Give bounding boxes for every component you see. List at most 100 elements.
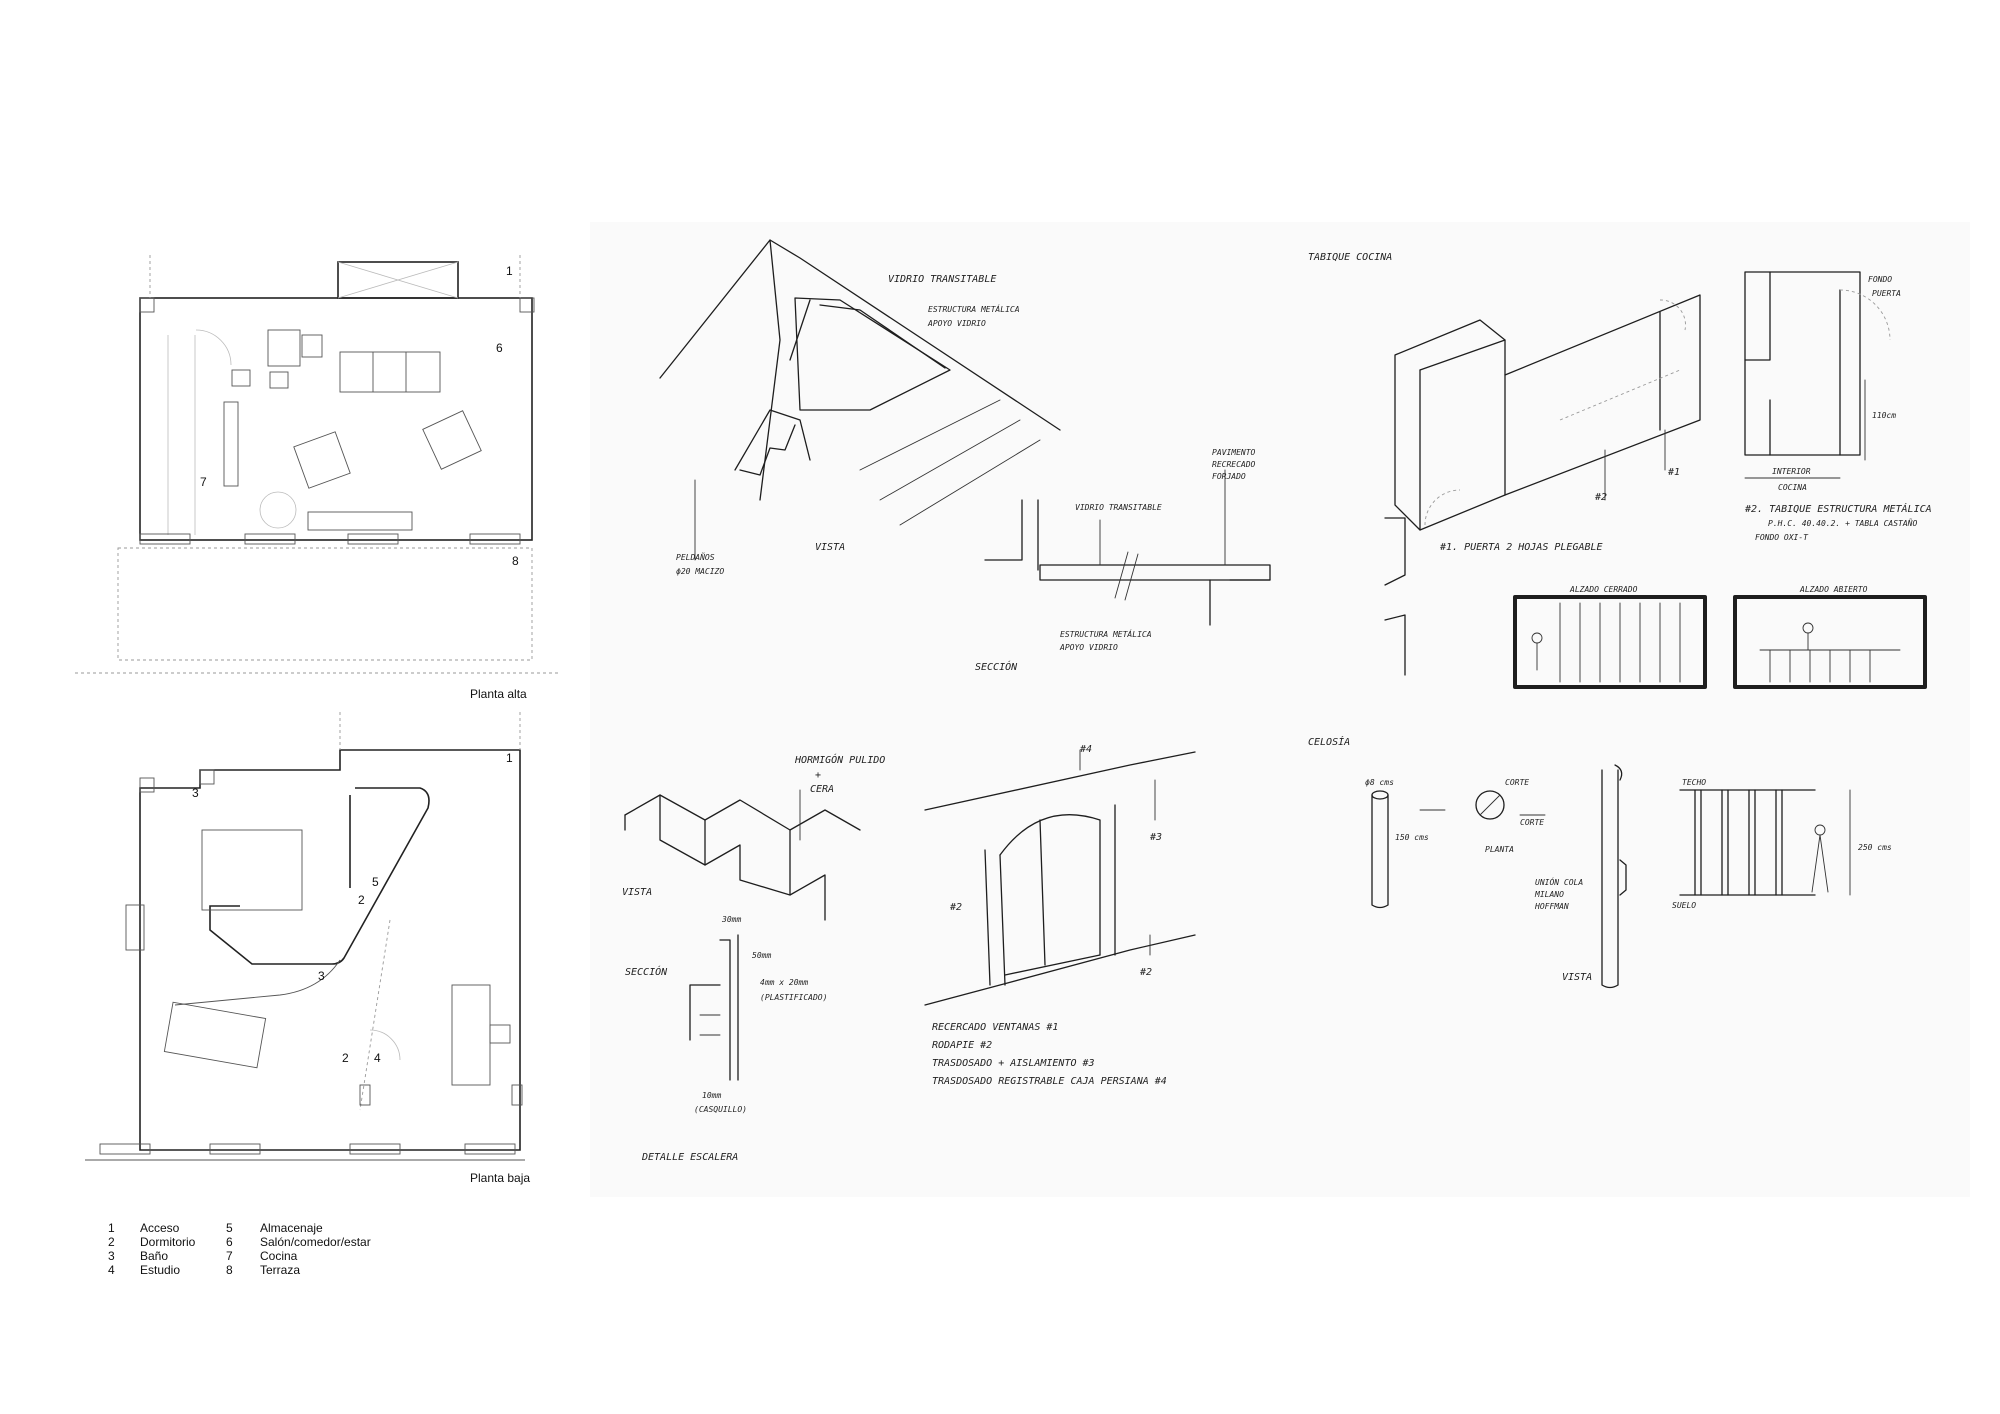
svg-text:1: 1: [506, 751, 513, 765]
svg-text:PAVIMENTO: PAVIMENTO: [1212, 448, 1256, 457]
svg-text:#2: #2: [1139, 967, 1152, 978]
partition-hatch-open: [1759, 649, 1901, 683]
svg-text:ESTRUCTURA METÁLICA: ESTRUCTURA METÁLICA: [1060, 628, 1152, 639]
svg-text:TRASDOSADO REGISTRABLE CAJA PE: TRASDOSADO REGISTRABLE CAJA PERSIANA #4: [932, 1076, 1167, 1087]
svg-text:TECHO: TECHO: [1682, 778, 1706, 787]
svg-text:+: +: [815, 770, 821, 781]
svg-text:SECCIÓN: SECCIÓN: [625, 965, 668, 978]
svg-text:#2: #2: [1594, 492, 1607, 503]
svg-text:ALZADO CERRADO: ALZADO CERRADO: [1569, 585, 1638, 594]
svg-text:50mm: 50mm: [752, 951, 771, 960]
svg-text:4: 4: [374, 1051, 381, 1065]
sketch-kitchen-partition: TABIQUE COCINA #2 #1 FONDO PUERTA 110cm …: [1308, 252, 1932, 689]
legend: 1 Acceso 2 Dormitorio 3 Baño 4 Estudio 5 Alma…: [108, 1221, 371, 1277]
svg-text:TABIQUE COCINA: TABIQUE COCINA: [1308, 252, 1392, 263]
svg-text:DETALLE ESCALERA: DETALLE ESCALERA: [641, 1152, 738, 1163]
svg-text:Terraza: Terraza: [260, 1263, 300, 1277]
svg-text:ϕ20 MACIZO: ϕ20 MACIZO: [676, 567, 724, 576]
svg-text:VISTA: VISTA: [622, 887, 652, 898]
svg-text:VISTA: VISTA: [815, 542, 845, 553]
svg-text:MILANO: MILANO: [1534, 890, 1564, 899]
sketch-sheet: [590, 222, 1970, 1197]
svg-text:250 cms: 250 cms: [1858, 843, 1892, 852]
svg-text:CORTE: CORTE: [1505, 778, 1529, 787]
svg-text:VIDRIO TRANSITABLE: VIDRIO TRANSITABLE: [1075, 503, 1162, 512]
svg-text:8: 8: [226, 1263, 233, 1277]
svg-text:Baño: Baño: [140, 1249, 168, 1263]
svg-text:#2. TABIQUE ESTRUCTURA METÁLIC: #2. TABIQUE ESTRUCTURA METÁLICA: [1744, 502, 1932, 515]
svg-text:#4: #4: [1079, 744, 1092, 755]
svg-text:3: 3: [192, 786, 199, 800]
svg-text:Dormitorio: Dormitorio: [140, 1235, 196, 1249]
svg-text:VISTA: VISTA: [1562, 972, 1592, 983]
svg-text:Almacenaje: Almacenaje: [260, 1221, 323, 1235]
sketch-glass-floor: VIDRIO TRANSITABLE ESTRUCTURA METÁLICA A…: [659, 239, 1061, 576]
sketch-lattice: CELOSÍA ϕ8 cms 150 cms CORTE CORTE PLANT…: [1308, 735, 1892, 989]
svg-text:Salón/comedor/estar: Salón/comedor/estar: [260, 1235, 371, 1249]
svg-text:#3: #3: [1149, 832, 1162, 843]
sketch-stair-detail: HORMIGÓN PULIDO + CERA VISTA SECCIÓN 30m…: [622, 753, 885, 1163]
svg-text:5: 5: [226, 1221, 233, 1235]
svg-text:FORJADO: FORJADO: [1212, 472, 1246, 481]
svg-text:1: 1: [506, 264, 513, 278]
svg-text:4: 4: [108, 1263, 115, 1277]
sketch-glass-section: PAVIMENTO RECRECADO FORJADO VIDRIO TRANS…: [975, 448, 1271, 673]
svg-text:2: 2: [108, 1235, 115, 1249]
svg-text:FONDO: FONDO: [1868, 275, 1892, 284]
svg-text:HOFFMAN: HOFFMAN: [1534, 902, 1569, 911]
svg-text:INTERIOR: INTERIOR: [1772, 467, 1811, 476]
svg-text:RECRECADO: RECRECADO: [1212, 460, 1256, 469]
svg-text:150 cms: 150 cms: [1395, 833, 1429, 842]
svg-text:#1: #1: [1667, 467, 1680, 478]
svg-text:3: 3: [318, 969, 325, 983]
svg-text:Estudio: Estudio: [140, 1263, 180, 1277]
svg-text:8: 8: [512, 554, 519, 568]
svg-text:30mm: 30mm: [721, 915, 741, 924]
svg-text:6: 6: [226, 1235, 233, 1249]
svg-text:PLANTA: PLANTA: [1485, 845, 1514, 854]
svg-text:7: 7: [200, 475, 207, 489]
svg-text:SECCIÓN: SECCIÓN: [975, 660, 1018, 673]
upper-plan-caption: Planta alta: [470, 687, 527, 701]
svg-text:ϕ8 cms: ϕ8 cms: [1365, 778, 1394, 787]
partition-hatch-closed: [1559, 602, 1681, 683]
svg-text:6: 6: [496, 341, 503, 355]
svg-text:P.H.C. 40.40.2. + TABLA CASTAÑ: P.H.C. 40.40.2. + TABLA CASTAÑO: [1768, 518, 1917, 528]
svg-text:CELOSÍA: CELOSÍA: [1308, 735, 1350, 748]
svg-text:VIDRIO TRANSITABLE: VIDRIO TRANSITABLE: [888, 274, 996, 285]
svg-text:RODAPIE #2: RODAPIE #2: [932, 1040, 992, 1051]
svg-text:5: 5: [372, 875, 379, 889]
lower-floor-plan: 1 3 5 2 3 2 4 Planta baja: [85, 712, 530, 1185]
svg-text:PUERTA: PUERTA: [1872, 289, 1901, 298]
svg-text:2: 2: [358, 893, 365, 907]
svg-text:ESTRUCTURA METÁLICA: ESTRUCTURA METÁLICA: [928, 303, 1020, 314]
svg-text:SUELO: SUELO: [1672, 901, 1696, 910]
svg-text:APOYO VIDRIO: APOYO VIDRIO: [1059, 643, 1118, 652]
svg-text:(PLASTIFICADO): (PLASTIFICADO): [760, 993, 827, 1002]
svg-text:110cm: 110cm: [1872, 411, 1896, 420]
svg-text:HORMIGÓN PULIDO: HORMIGÓN PULIDO: [794, 753, 885, 766]
svg-text:#1. PUERTA 2 HOJAS PLEGABLE: #1. PUERTA 2 HOJAS PLEGABLE: [1439, 542, 1603, 553]
svg-text:ALZADO ABIERTO: ALZADO ABIERTO: [1799, 585, 1868, 594]
svg-text:UNIÓN COLA: UNIÓN COLA: [1535, 876, 1583, 887]
svg-text:RECERCADO VENTANAS #1: RECERCADO VENTANAS #1: [932, 1022, 1058, 1033]
svg-text:(CASQUILLO): (CASQUILLO): [694, 1105, 747, 1114]
upper-floor-plan: 1 6 7 8 Planta alta: [75, 255, 560, 701]
svg-text:Acceso: Acceso: [140, 1221, 180, 1235]
svg-text:7: 7: [226, 1249, 233, 1263]
svg-text:PELDAÑOS: PELDAÑOS: [676, 552, 715, 562]
svg-text:1: 1: [108, 1221, 115, 1235]
svg-text:3: 3: [108, 1249, 115, 1263]
sketch-window-trim: #4 #3 #2 #2 RECERCADO VENTANAS #1 RODAPI…: [924, 744, 1196, 1087]
svg-text:4mm x 20mm: 4mm x 20mm: [760, 978, 808, 987]
svg-text:COCINA: COCINA: [1778, 483, 1807, 492]
svg-text:2: 2: [342, 1051, 349, 1065]
svg-text:FONDO OXI-T: FONDO OXI-T: [1755, 533, 1809, 542]
svg-text:10mm: 10mm: [702, 1091, 721, 1100]
svg-text:#2: #2: [949, 902, 962, 913]
svg-text:TRASDOSADO + AISLAMIENTO #3: TRASDOSADO + AISLAMIENTO #3: [932, 1058, 1095, 1069]
svg-text:Cocina: Cocina: [260, 1249, 298, 1263]
svg-text:APOYO VIDRIO: APOYO VIDRIO: [927, 319, 986, 328]
